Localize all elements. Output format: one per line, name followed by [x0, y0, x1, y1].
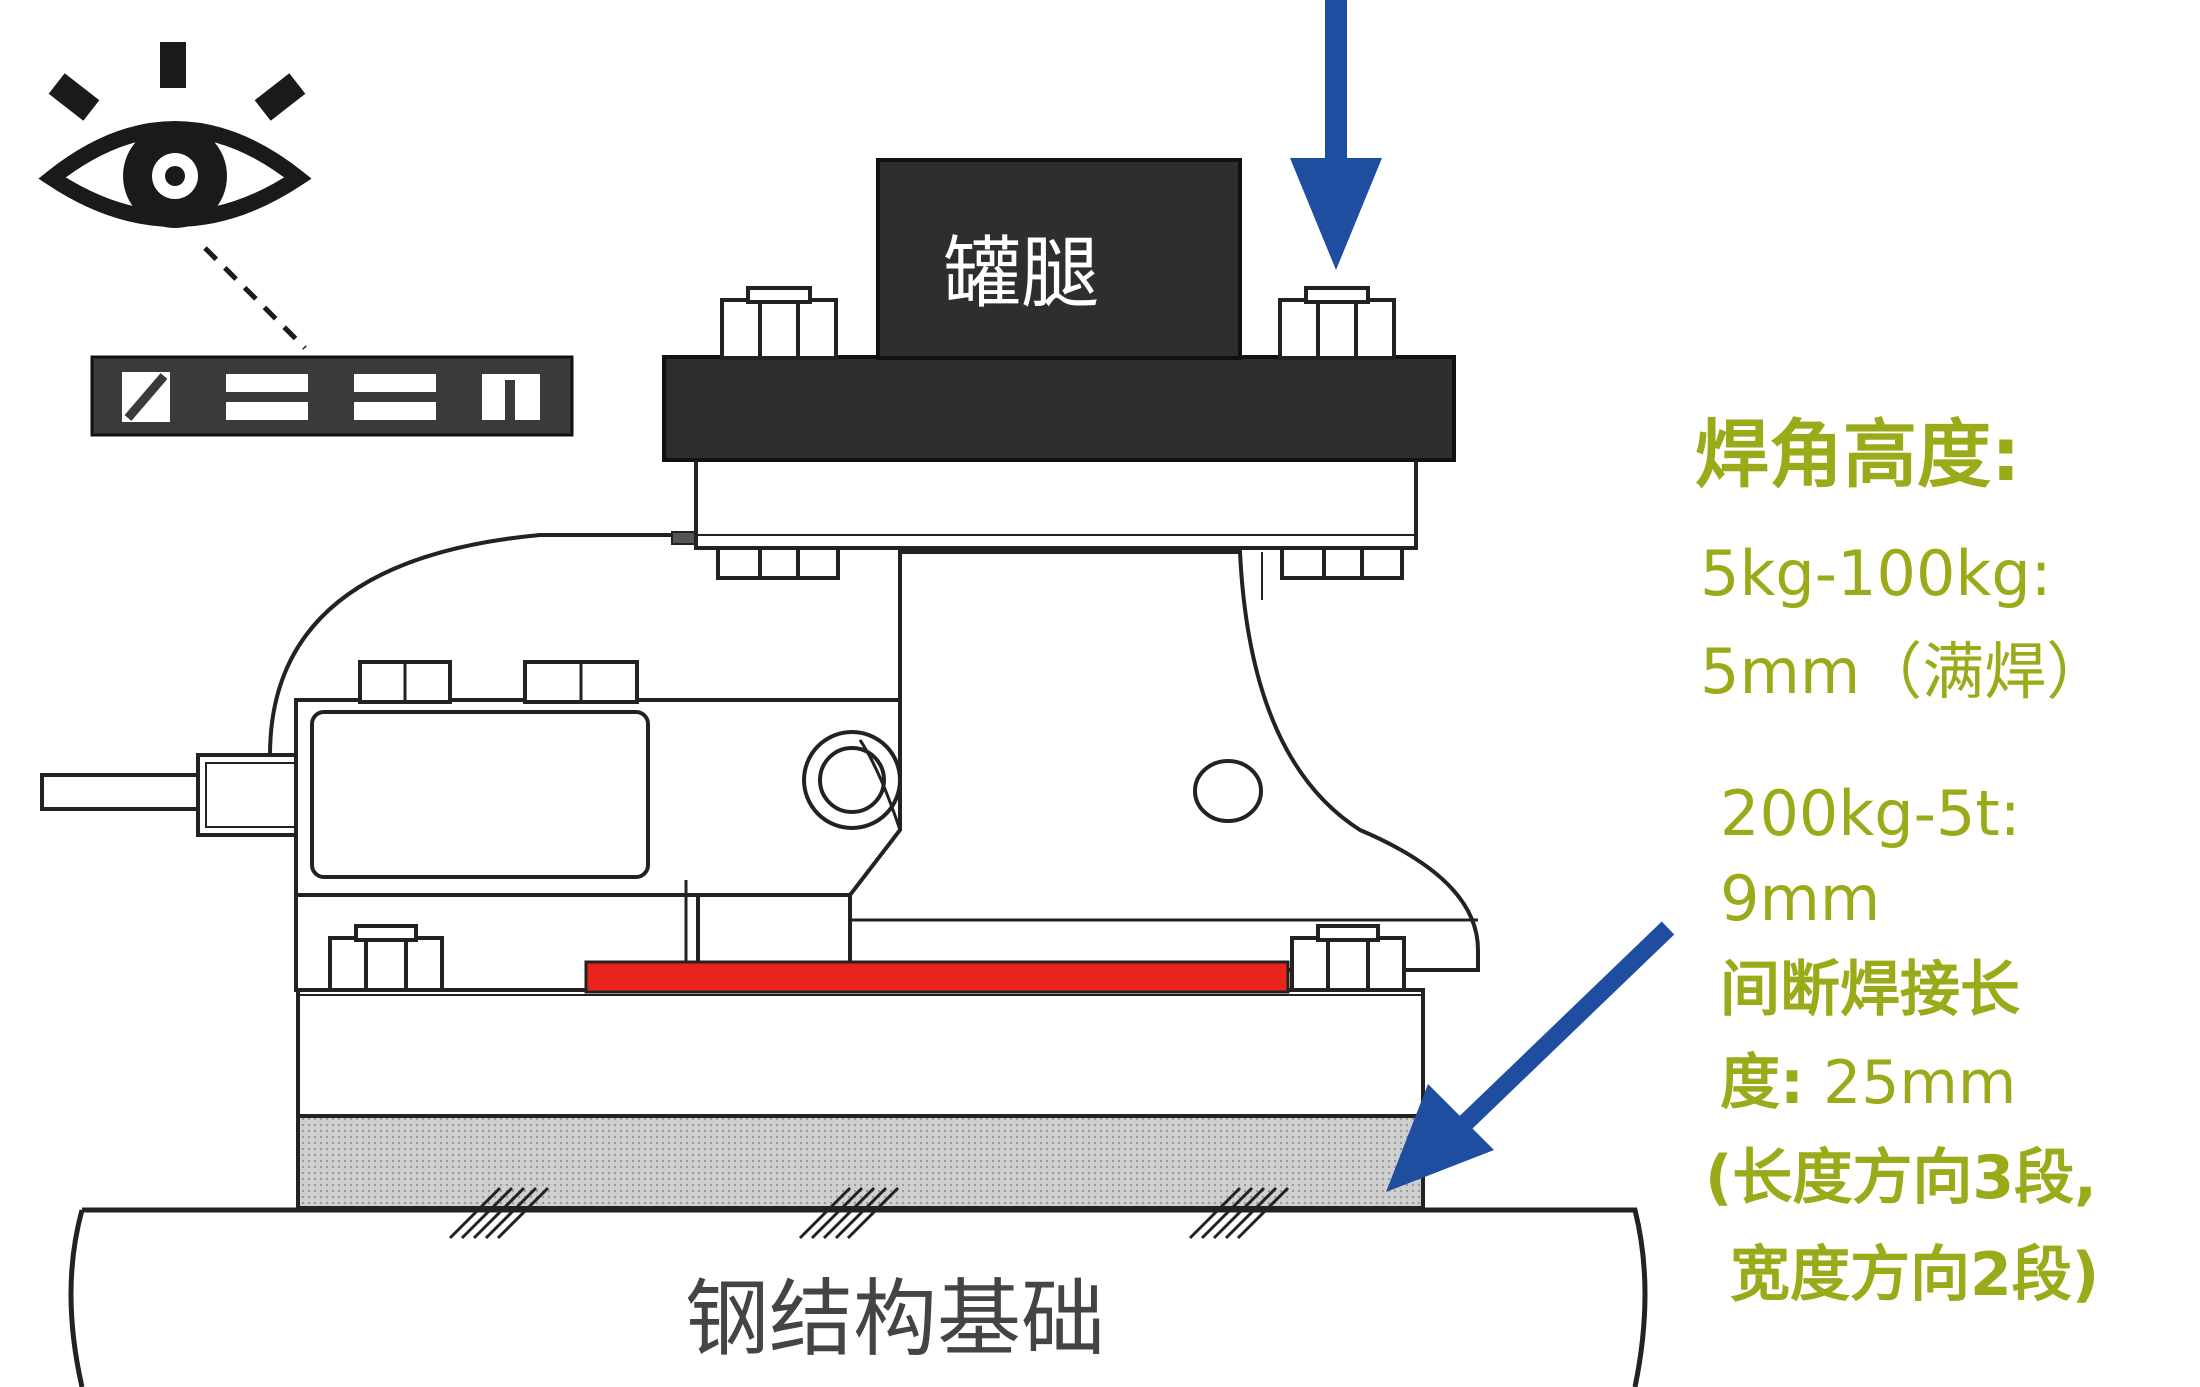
top-mounting-plate [662, 355, 1456, 550]
weld-notes: 焊角高度: 5kg-100kg: 5mm（满焊） 200kg-5t: 9mm 间… [1695, 412, 2108, 1310]
intermittent-line2-bold: 度: [1720, 1048, 1804, 1118]
steel-base-label: 钢结构基础 [685, 1270, 1105, 1368]
range2-value: 9mm [1720, 862, 1880, 935]
range1-label: 5kg-100kg: [1700, 537, 2052, 610]
weld-strip [584, 960, 1290, 994]
segments-line2: 宽度方向2段) [1730, 1240, 2099, 1310]
steel-foundation: 钢结构基础 [68, 1207, 1648, 1387]
base-plate [296, 988, 1425, 1210]
weld-marks [448, 1186, 1290, 1240]
tank-leg-label: 罐腿 [943, 229, 1099, 319]
support-bracket [848, 550, 1480, 972]
nuts [328, 286, 1406, 992]
cable [40, 531, 703, 837]
intermittent-line2: 度: 25mm [1720, 1048, 2016, 1118]
notes-title: 焊角高度: [1695, 412, 2021, 498]
tank-leg: 罐腿 [876, 158, 1242, 360]
load-arrow-icon [1290, 0, 1382, 270]
range2-label: 200kg-5t: [1720, 777, 2021, 850]
level-indicator-icon [90, 355, 574, 437]
intermittent-line1: 间断焊接长 [1720, 955, 2020, 1025]
weld-arrow-icon [1386, 921, 1675, 1192]
segments-line1: (长度方向3段, [1705, 1143, 2097, 1213]
eye-icon [38, 42, 312, 350]
range1-value: 5mm（满焊） [1700, 635, 2108, 708]
intermittent-line2-value: 25mm [1804, 1048, 2016, 1118]
